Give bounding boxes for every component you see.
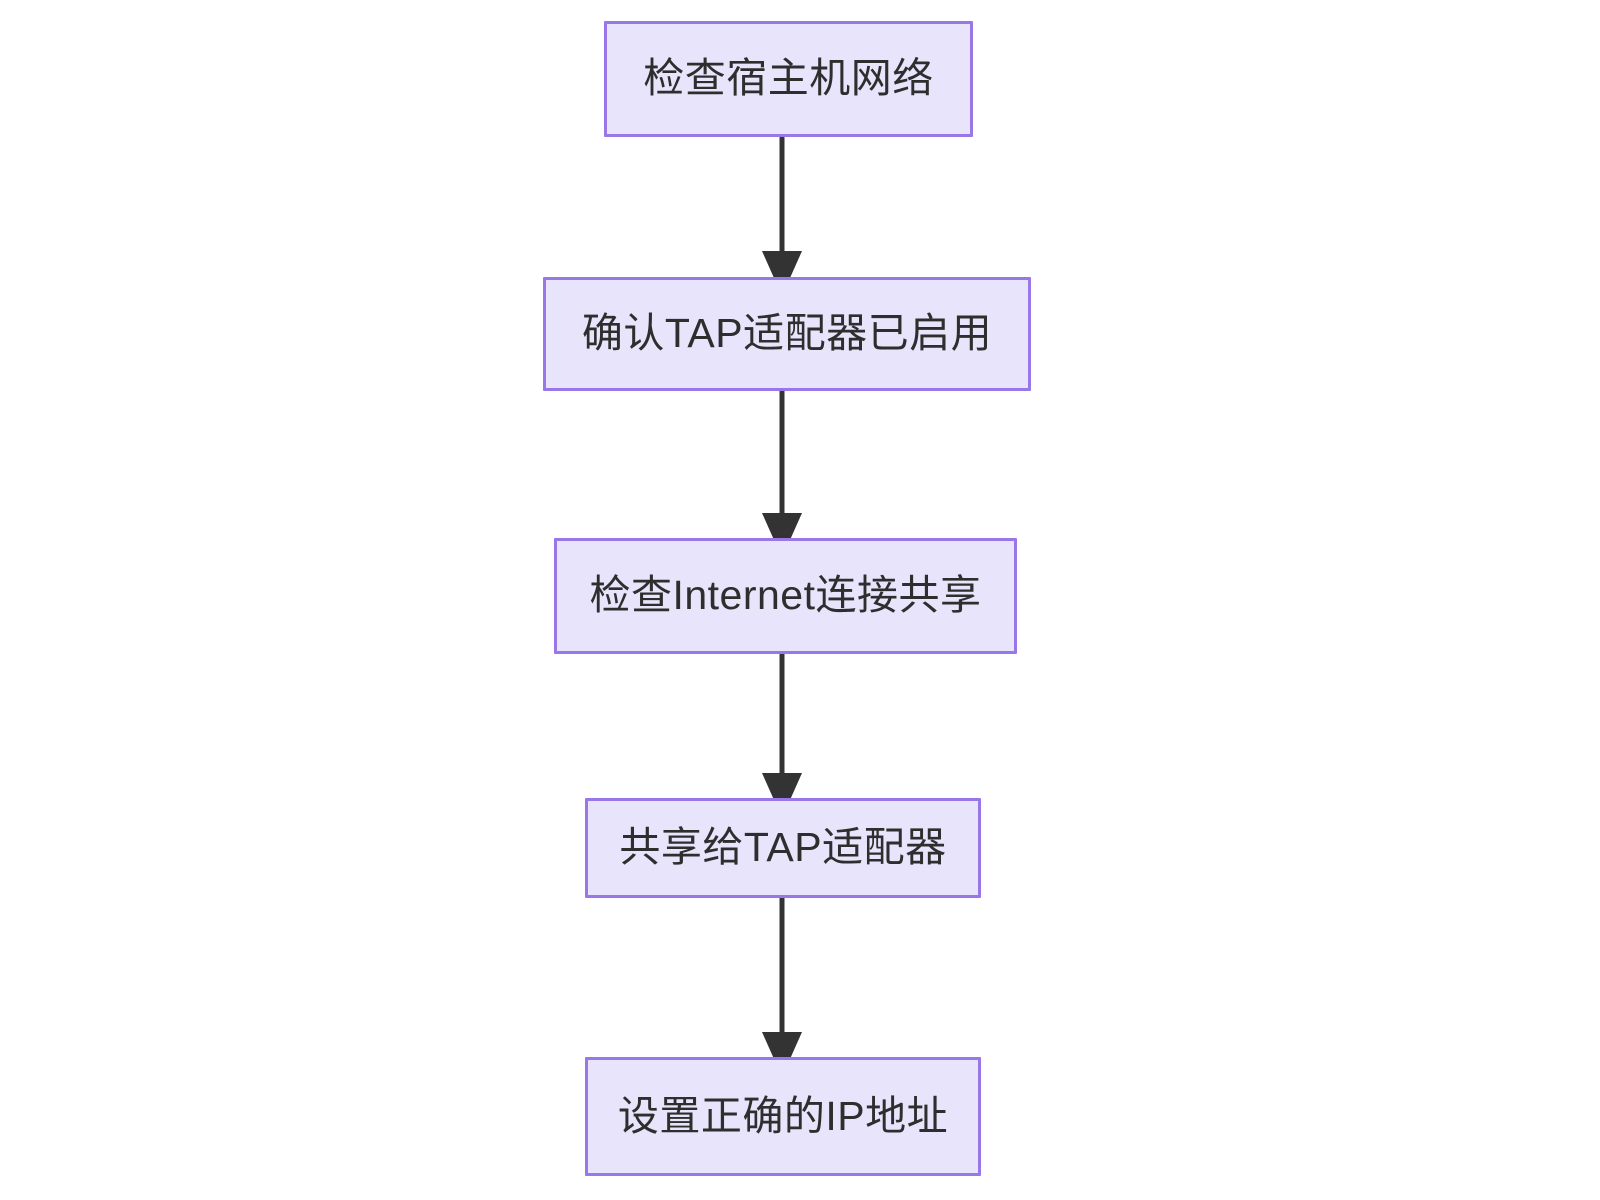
flow-node-label: 检查宿主机网络 [643,55,934,102]
flow-node-check-internet-connection-sharing[interactable]: 检查Internet连接共享 [554,538,1017,654]
flow-node-label: 共享给TAP适配器 [619,824,947,871]
flow-node-label: 设置正确的IP地址 [617,1092,949,1139]
flow-node-label: 确认TAP适配器已启用 [581,310,993,357]
flow-node-confirm-tap-adapter-enabled[interactable]: 确认TAP适配器已启用 [543,277,1031,391]
flow-node-share-to-tap-adapter[interactable]: 共享给TAP适配器 [585,798,981,898]
flow-node-label: 检查Internet连接共享 [589,572,982,619]
flow-node-check-host-network[interactable]: 检查宿主机网络 [604,21,973,137]
flow-node-set-correct-ip-address[interactable]: 设置正确的IP地址 [585,1057,981,1176]
